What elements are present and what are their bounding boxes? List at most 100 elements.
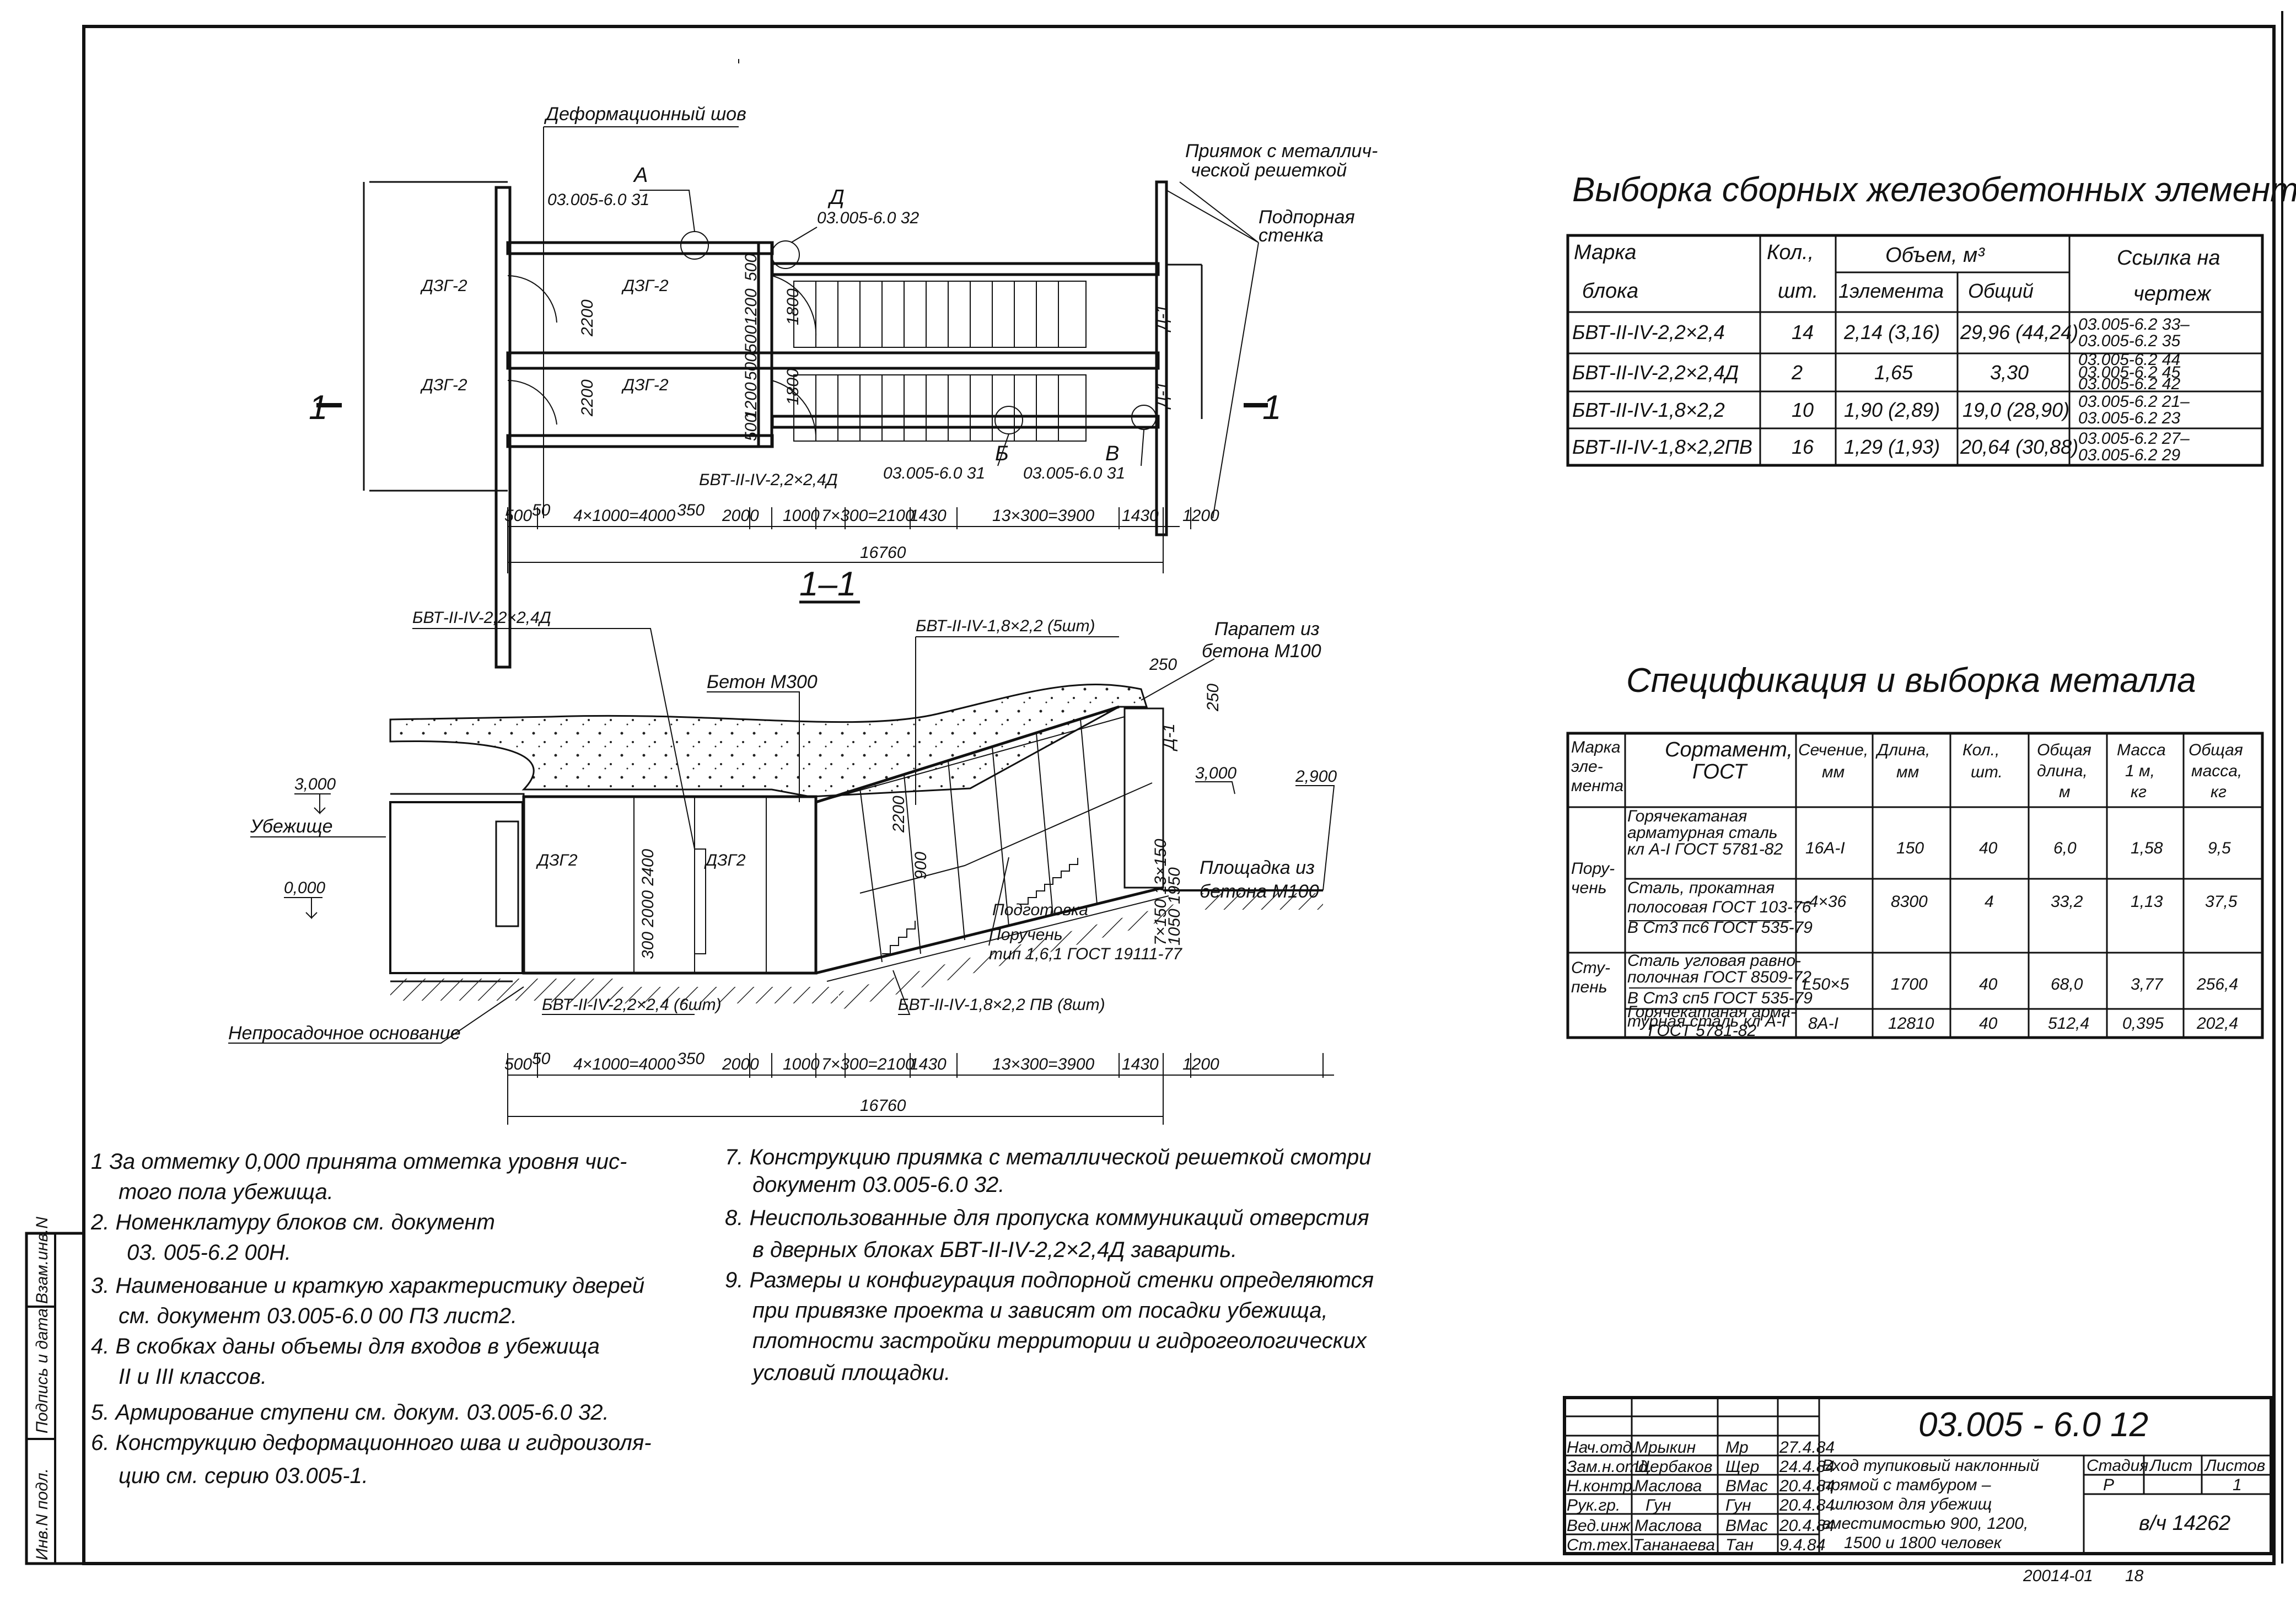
t2-header: Общая xyxy=(2037,741,2091,759)
dim-1800: 1800 xyxy=(784,368,802,405)
t1-h-vol-one: 1элемента xyxy=(1838,280,1944,302)
note-line: 5. Армирование ступени см. докум. 03.005… xyxy=(91,1400,609,1425)
t1-vol-one: 2,14 (3,16) xyxy=(1843,321,1940,343)
note-line: 7. Конструкцию приямка с металлической р… xyxy=(725,1145,1372,1169)
t1-h-ref: Ссылка на xyxy=(2117,246,2220,270)
metal-spec-table: Спецификация и выборка металла Марка эле… xyxy=(1566,662,2264,1039)
section-dim: 500 xyxy=(504,1055,532,1073)
t2-length: 1700 xyxy=(1891,975,1928,993)
title-desc: прямой с тамбуром – xyxy=(1822,1476,1991,1494)
staff-date: 20.4.84 xyxy=(1779,1496,1835,1514)
t2-sort: арматурная сталь xyxy=(1627,824,1778,842)
plan-total-dim: 16760 xyxy=(860,544,906,562)
plan-dim: 1430 xyxy=(1122,507,1159,525)
staff-signature: Гун xyxy=(1725,1496,1751,1514)
t1-ref: 03.005-6.2 23 xyxy=(2078,409,2180,427)
t2-group: Пору- xyxy=(1571,860,1615,878)
title-desc: шлюзом для убежищ xyxy=(1830,1495,1992,1513)
t2-sort: В Ст3 пс6 ГОСТ 535-79 xyxy=(1627,919,1813,937)
t1-qty: 16 xyxy=(1792,436,1814,458)
precast-elements-table: Выборка сборных железобетонных элементов… xyxy=(1566,171,2296,467)
t2-sort: Сталь угловая равно- xyxy=(1627,952,1801,970)
plan-dim: 50 xyxy=(532,501,551,519)
staff-name: Мрыкин xyxy=(1634,1438,1696,1457)
deform-joint-label: Деформационный шов xyxy=(544,104,746,125)
t2-sort: кл А-I ГОСТ 5781-82 xyxy=(1627,840,1783,858)
note-line: II и III классов. xyxy=(119,1365,267,1389)
dim-1800: 1800 xyxy=(784,288,802,325)
t2-header: м xyxy=(2059,783,2071,801)
t2-total-mass: 256,4 xyxy=(2196,975,2238,993)
dim-500: 500 xyxy=(742,413,760,441)
t1-vol-total: 19,0 (28,90) xyxy=(1962,399,2069,421)
note-line: 9. Размеры и конфигурация подпорной стен… xyxy=(725,1268,1374,1292)
t2-group: чень xyxy=(1571,879,1607,897)
dim-1200: 1200 xyxy=(742,288,760,325)
node-b-label: Б xyxy=(995,442,1009,465)
t1-h-volume: Объем, м³ xyxy=(1885,244,1985,267)
t1-h-qty: Кол., xyxy=(1767,241,1814,264)
dim-500: 500 xyxy=(742,325,760,353)
staff-name: Маслова xyxy=(1634,1477,1702,1495)
note-line: плотности застройки территории и гидроге… xyxy=(752,1329,1368,1353)
t2-header: Сортамент, xyxy=(1665,738,1793,761)
hatch-label: Д-1 xyxy=(1153,382,1171,410)
elevation-2900: 2,900 xyxy=(1295,767,1337,786)
note-line: 6. Конструкцию деформационного шва и гид… xyxy=(91,1431,652,1455)
node-a-ref: 03.005-6.0 31 xyxy=(547,191,649,209)
t1-vol-one: 1,90 (2,89) xyxy=(1844,399,1940,421)
t1-vol-total: 20,64 (30,88) xyxy=(1960,436,2078,458)
dim-250: 250 xyxy=(1204,684,1222,712)
t2-sort: турная сталь кл А-I xyxy=(1627,1012,1786,1030)
dim-steps: 7×150 13×150 xyxy=(1152,839,1170,946)
t2-sort: Горячекатаная арма- xyxy=(1627,1003,1796,1021)
dim-heights: 300 2000 2400 xyxy=(639,848,657,959)
staff-signature: Тан xyxy=(1725,1536,1754,1554)
plan-dim: 500 xyxy=(504,507,532,525)
section-dim: 13×300=3900 xyxy=(992,1055,1095,1073)
staff-name: Тананаева xyxy=(1633,1536,1715,1554)
t1-ref: 03.005-6.2 27– xyxy=(2078,429,2190,448)
t1-ref: 03.005-6.2 35 xyxy=(2078,332,2180,350)
t1-row: БВТ-II-IV-2,2×2,4Д 2 1,65 3,30 03.005-6.… xyxy=(1572,351,2180,393)
t1-ref: 03.005-6.2 29 xyxy=(2078,446,2180,464)
t1-qty: 2 xyxy=(1791,361,1803,384)
title-block: 03.005 - 6.0 12 Нач.отд. Мрыкин Мр 27.4.… xyxy=(1563,1396,2273,1555)
section-block-6: БВТ-II-IV-2,2×2,4 (6шт) xyxy=(542,996,722,1014)
node-b-ref: 03.005-6.0 31 xyxy=(883,464,985,482)
table2-title: Спецификация и выборка металла xyxy=(1626,662,2196,700)
t2-header: Кол., xyxy=(1962,741,1999,759)
plan-dim: 13×300=3900 xyxy=(992,507,1095,525)
t2-mass-1m: 0,395 xyxy=(2122,1014,2164,1033)
sheets-value: 1 xyxy=(2233,1476,2242,1494)
t2-row-last: Горячекатаная арма- турная сталь кл А-I … xyxy=(1627,1003,2238,1040)
t1-ref: 03.005-6.2 33– xyxy=(2078,315,2190,334)
section-total-dim: 16760 xyxy=(860,1097,906,1115)
door-label: ДЗГ-2 xyxy=(420,376,467,394)
t2-header: эле- xyxy=(1571,758,1603,776)
title-desc: вместимостью 900, 1200, xyxy=(1822,1514,2028,1533)
section-dim: 7×300=2100 xyxy=(821,1055,915,1073)
pit-label-1: Приямок с металлич- xyxy=(1185,141,1378,162)
prep-label: Подготовка xyxy=(992,901,1088,919)
t2-sort: Горячекатаная xyxy=(1627,807,1747,825)
note-line: того пола убежища. xyxy=(119,1180,334,1204)
shelter-label: Убежище xyxy=(250,816,333,837)
plan-dim: 1430 xyxy=(910,507,947,525)
elevation-3000: 3,000 xyxy=(294,775,336,793)
t1-ref: 03.005-6.2 44 xyxy=(2078,351,2180,369)
base-label: Непросадочное основание xyxy=(228,1023,461,1044)
plan-dim: 4×1000=4000 xyxy=(573,507,676,525)
plan-dim: 2000 xyxy=(722,507,759,525)
t2-sort: ГОСТ 5781-82 xyxy=(1648,1022,1756,1040)
stage-value: Р xyxy=(2103,1476,2114,1494)
document-code: 03.005 - 6.0 12 xyxy=(1918,1406,2148,1444)
t2-qty: 40 xyxy=(1979,1014,1998,1033)
stamp-sign-date: Подпись и дата xyxy=(33,1308,51,1433)
parapet-label-2: бетона М100 xyxy=(1202,641,1321,662)
t2-header: кг xyxy=(2211,783,2227,801)
t2-mass-1m: 3,77 xyxy=(2131,975,2164,993)
door-label: ДЗГ2 xyxy=(704,851,746,869)
plan-dim: 7×300=2100 xyxy=(821,507,915,525)
sheet-frame xyxy=(82,25,2276,1565)
